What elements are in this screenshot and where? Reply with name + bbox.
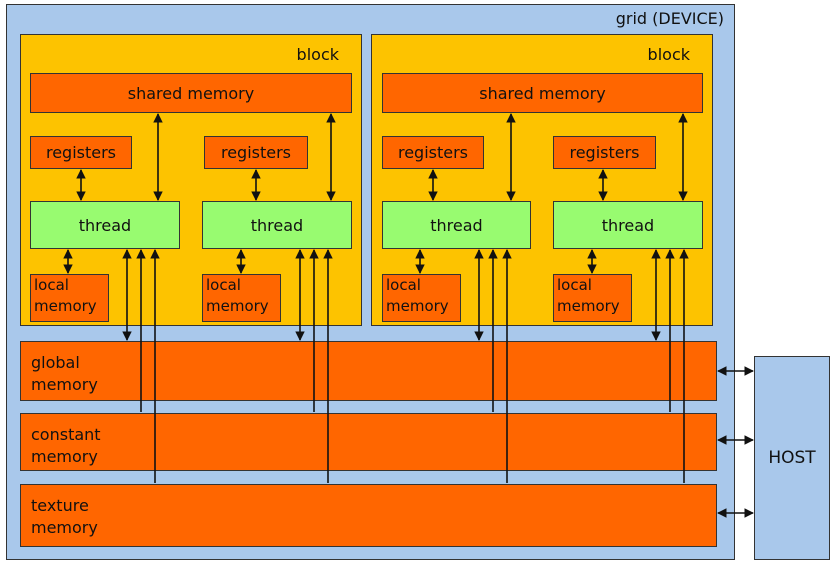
constant-memory-line2: memory — [31, 447, 98, 466]
block-1-thread-2-local-memory: local memory — [202, 274, 281, 322]
local-memory-line1: local — [34, 276, 69, 294]
local-memory-line2: memory — [557, 297, 620, 315]
local-memory-line2: memory — [386, 297, 449, 315]
block-2-label: block — [647, 45, 690, 64]
block-1-thread-2: thread — [202, 201, 352, 249]
host-label: HOST — [768, 448, 816, 468]
block-2-shared-memory: shared memory — [382, 73, 703, 113]
block-1-thread-1-local-memory: local memory — [30, 274, 109, 322]
block-1-shared-memory: shared memory — [30, 73, 352, 113]
local-memory-line2: memory — [206, 297, 269, 315]
global-memory-line2: memory — [31, 375, 98, 394]
local-memory-line1: local — [206, 276, 241, 294]
local-memory-line1: local — [557, 276, 592, 294]
grid-label: grid (DEVICE) — [615, 9, 724, 28]
block-1-thread-1: thread — [30, 201, 180, 249]
texture-memory-line1: texture — [31, 496, 89, 515]
block-2-thread-1-local-memory: local memory — [382, 274, 461, 322]
global-memory: global memory — [20, 341, 717, 401]
texture-memory: texture memory — [20, 484, 717, 547]
block-2-thread-2-local-memory: local memory — [553, 274, 632, 322]
block-1-thread-1-registers: registers — [30, 136, 132, 169]
block-1-thread-2-registers: registers — [204, 136, 308, 169]
constant-memory-line1: constant — [31, 425, 101, 444]
host: HOST — [754, 356, 830, 560]
block-2-thread-1: thread — [382, 201, 531, 249]
block-1-label: block — [296, 45, 339, 64]
global-memory-line1: global — [31, 353, 80, 372]
constant-memory: constant memory — [20, 413, 717, 471]
block-2-thread-1-registers: registers — [382, 136, 484, 169]
local-memory-line2: memory — [34, 297, 97, 315]
block-2-thread-2: thread — [553, 201, 703, 249]
block-2-thread-2-registers: registers — [553, 136, 656, 169]
local-memory-line1: local — [386, 276, 421, 294]
texture-memory-line2: memory — [31, 518, 98, 537]
